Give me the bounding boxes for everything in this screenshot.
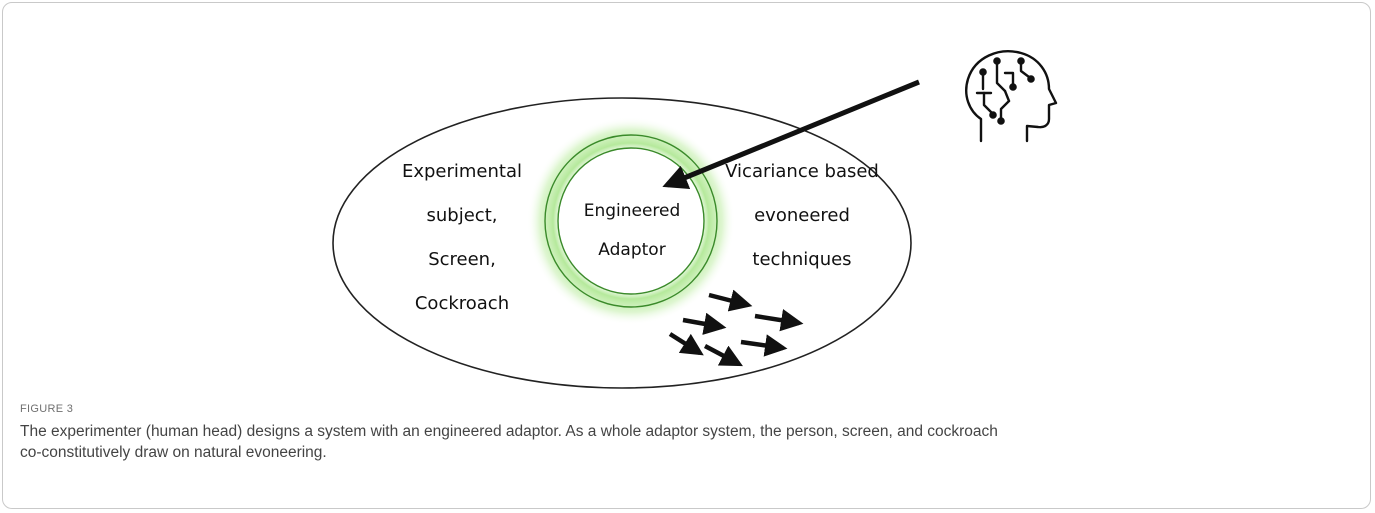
small-arrow: [708, 289, 753, 312]
small-arrows: [668, 289, 804, 367]
small-arrow: [754, 309, 804, 332]
caption-line: co-constitutively draw on natural evonee…: [20, 444, 327, 461]
diagram: Experimental subject, Screen, Cockroach …: [332, 50, 1058, 389]
right-text-2: evoneered: [754, 205, 850, 226]
left-text-3: Screen,: [428, 249, 496, 270]
left-text-2: subject,: [427, 205, 498, 226]
adaptor-outer-ring: [544, 134, 718, 308]
design-arrow: [662, 79, 920, 190]
left-text-4: Cockroach: [415, 293, 509, 314]
figure-caption: The experimenter (human head) designs a …: [20, 421, 1300, 463]
figure-label: FIGURE 3: [20, 403, 74, 415]
human-head-circuit-icon: [965, 50, 1058, 143]
center-text-1: Engineered: [584, 201, 681, 221]
small-arrow: [740, 334, 788, 357]
caption-line: The experimenter (human head) designs a …: [20, 423, 998, 440]
system-ellipse: [332, 97, 912, 389]
right-text-3: techniques: [752, 249, 851, 270]
left-text-1: Experimental: [402, 161, 522, 182]
center-text-2: Adaptor: [598, 240, 665, 260]
small-arrow: [703, 344, 743, 367]
adaptor-inner-ring: [557, 147, 705, 295]
small-arrow: [682, 312, 727, 335]
right-text-1: Vicariance based: [725, 161, 879, 182]
small-arrow: [668, 332, 704, 356]
